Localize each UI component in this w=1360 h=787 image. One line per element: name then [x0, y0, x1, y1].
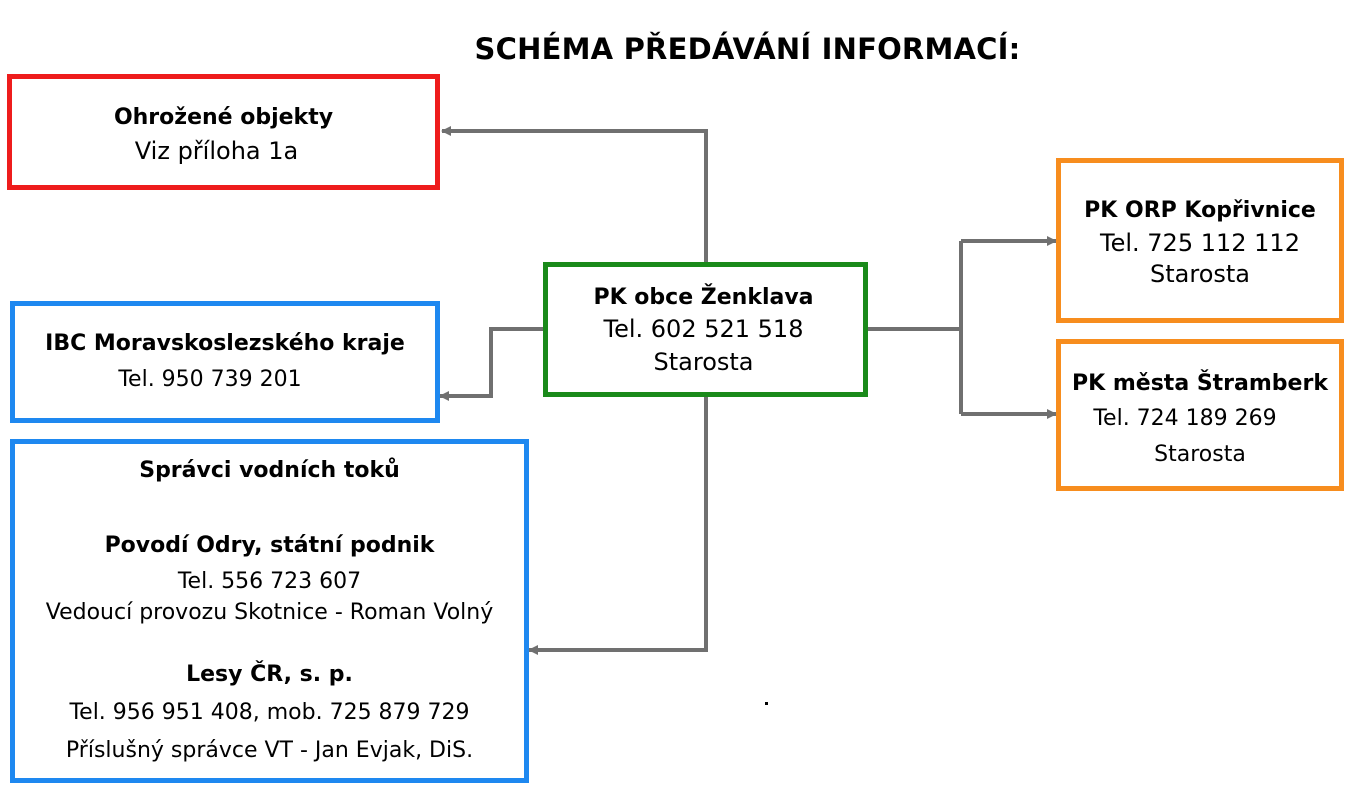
organization-contact: Vedoucí provozu Skotnice - Roman Volný — [45, 600, 494, 625]
box-line: Starosta — [653, 348, 754, 376]
stramberk-box: PK města Štramberk Tel. 724 189 269 Star… — [1056, 339, 1344, 491]
arrow-to-ibc — [439, 327, 543, 401]
stray-dot — [765, 702, 768, 705]
organization-contact: Příslušný správce VT - Jan Evjak, DiS. — [65, 738, 474, 763]
page-title: SCHÉMA PŘEDÁVÁNÍ INFORMACÍ: — [474, 32, 1021, 66]
box-line: Tel. 602 521 518 — [603, 315, 804, 343]
box-title: Ohrožené objekty — [113, 105, 334, 130]
orp-koprivnice-box: PK ORP Kopřivnice Tel. 725 112 112 Staro… — [1056, 158, 1344, 323]
box-line: Tel. 724 189 269 — [1093, 406, 1277, 431]
water-managers-box: Správci vodních toků Povodí Odry, státní… — [10, 439, 529, 783]
box-title: Správci vodních toků — [139, 458, 400, 483]
box-title: PK ORP Kopřivnice — [1084, 198, 1316, 223]
ibc-box: IBC Moravskoslezského kraje Tel. 950 739… — [10, 301, 440, 423]
box-line: Starosta — [1154, 442, 1246, 467]
box-line: Tel. 950 739 201 — [118, 367, 302, 392]
connector-trunk-right — [868, 241, 963, 414]
box-line: Tel. 725 112 112 — [1100, 229, 1300, 257]
box-title: PK města Štramberk — [1072, 371, 1328, 396]
arrow-to-threatened-objects — [441, 126, 708, 262]
arrow-to-water-managers — [528, 397, 708, 655]
box-title: IBC Moravskoslezského kraje — [45, 331, 405, 356]
organization-name: Povodí Odry, státní podnik — [104, 533, 435, 558]
center-box: PK obce Ženklava Tel. 602 521 518 Staros… — [543, 262, 868, 397]
box-title: PK obce Ženklava — [593, 285, 814, 310]
organization-phone: Tel. 956 951 408, mob. 725 879 729 — [69, 700, 470, 725]
organization-phone: Tel. 556 723 607 — [177, 569, 362, 594]
organization-name: Lesy ČR, s. p. — [186, 662, 353, 687]
box-line: Starosta — [1150, 260, 1250, 288]
box-line: Viz příloha 1a — [134, 137, 299, 165]
threatened-objects-box: Ohrožené objekty Viz příloha 1a — [7, 74, 440, 190]
